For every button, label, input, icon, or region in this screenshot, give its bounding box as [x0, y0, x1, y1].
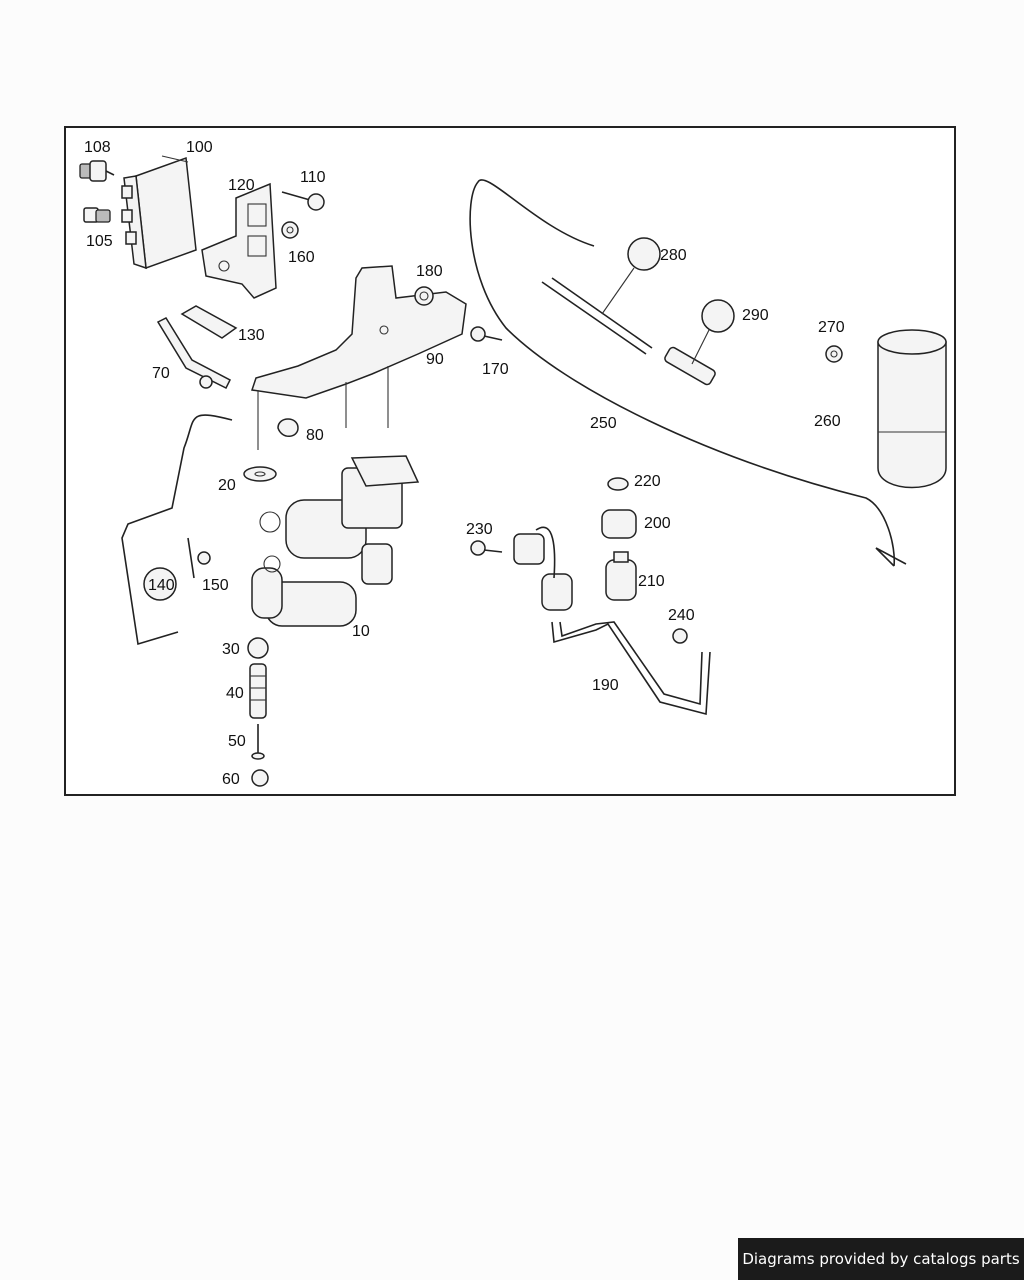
- label-70: 70: [152, 365, 170, 382]
- part-80-clamp: [277, 418, 299, 437]
- part-160-nut: [281, 221, 299, 239]
- label-270: 270: [818, 319, 845, 336]
- part-280-rod: [541, 237, 661, 355]
- part-150-clip: [187, 537, 211, 579]
- part-105-fitting: [83, 207, 111, 223]
- label-150: 150: [202, 577, 229, 594]
- label-140: 140: [148, 577, 175, 594]
- label-80: 80: [306, 427, 324, 444]
- label-30: 30: [222, 641, 240, 658]
- label-290: 290: [742, 307, 769, 324]
- label-170: 170: [482, 361, 509, 378]
- label-10: 10: [352, 623, 370, 640]
- part-60-nut: [251, 769, 269, 787]
- part-50-bolt: [251, 724, 265, 760]
- part-250-line: [469, 179, 907, 567]
- label-260: 260: [814, 413, 841, 430]
- label-90: 90: [426, 351, 444, 368]
- label-180: 180: [416, 263, 443, 280]
- part-210-filter: [605, 551, 637, 601]
- part-290-connector: [664, 299, 735, 386]
- part-30-damper: [247, 637, 269, 659]
- part-110-screw: [281, 191, 325, 211]
- part-190-line: [513, 526, 711, 716]
- part-240-clamp: [672, 628, 688, 644]
- label-200: 200: [644, 515, 671, 532]
- part-140-line: [121, 414, 233, 646]
- label-160: 160: [288, 249, 315, 266]
- label-20: 20: [218, 477, 236, 494]
- part-130-clip: [180, 305, 238, 339]
- part-90-main-bracket: [251, 265, 467, 450]
- part-40-spring: [249, 663, 267, 719]
- part-270-nut: [825, 345, 843, 363]
- part-100-control-unit: [121, 155, 197, 270]
- diagram-credit-banner: Diagrams provided by catalogs parts: [738, 1238, 1024, 1280]
- label-50: 50: [228, 733, 246, 750]
- label-110: 110: [300, 169, 326, 186]
- label-240: 240: [668, 607, 695, 624]
- label-190: 190: [592, 677, 619, 694]
- part-200-valve: [601, 509, 637, 539]
- label-250: 250: [590, 415, 617, 432]
- label-280: 280: [660, 247, 687, 264]
- part-10-compressor: [251, 455, 420, 627]
- part-170-bolt: [470, 326, 503, 342]
- part-20-washer: [243, 466, 277, 482]
- part-180-nut: [414, 286, 434, 306]
- parts-diagram-drawing: [79, 155, 947, 787]
- part-120-bracket-plate: [201, 182, 277, 299]
- label-120: 120: [228, 177, 255, 194]
- label-130: 130: [238, 327, 265, 344]
- label-105: 105: [86, 233, 113, 250]
- part-220-clip: [607, 477, 629, 491]
- label-60: 60: [222, 771, 240, 788]
- label-100: 100: [186, 139, 213, 156]
- parts-diagram-frame: 108 100 105 120 110 160 180 130 70 90 17…: [64, 126, 956, 796]
- label-220: 220: [634, 473, 661, 490]
- label-40: 40: [226, 685, 244, 702]
- part-70-lever: [156, 317, 231, 390]
- label-210: 210: [638, 573, 665, 590]
- label-108: 108: [84, 139, 111, 156]
- label-230: 230: [466, 521, 493, 538]
- part-260-reservoir: [877, 329, 947, 489]
- part-108-fitting: [79, 160, 115, 182]
- part-230-bolt: [470, 540, 503, 556]
